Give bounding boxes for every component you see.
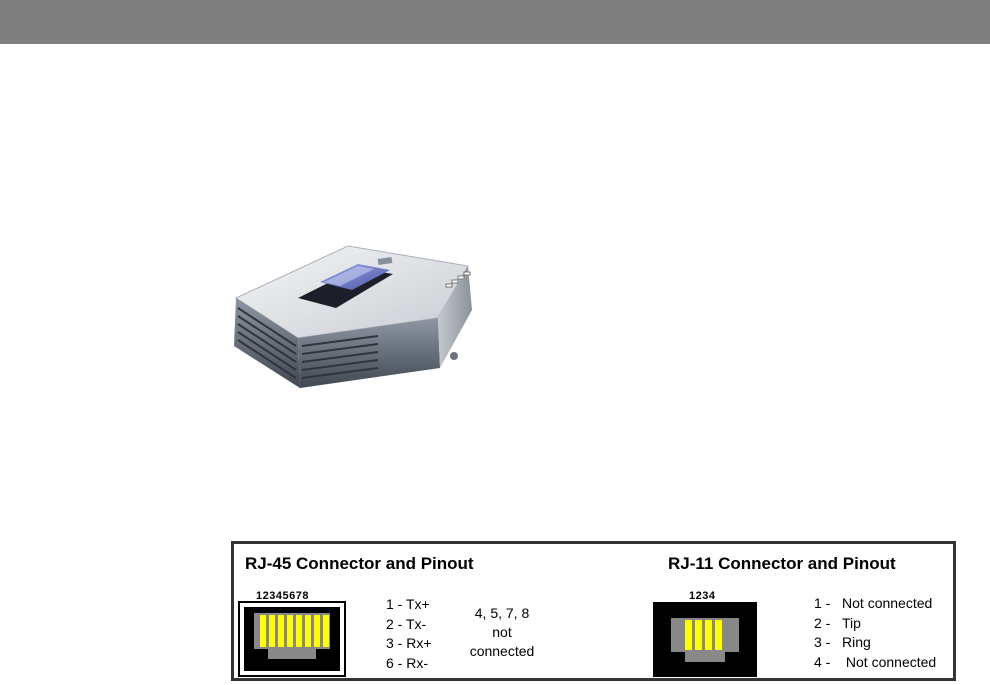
rj11-pin-3: 3 - Ring <box>814 634 871 650</box>
rj45-not-connected-note: 4, 5, 7, 8 not connected <box>469 605 535 659</box>
rj45-title: RJ-45 Connector and Pinout <box>245 554 474 573</box>
rj45-pin-3: 3 - Rx+ <box>386 635 432 651</box>
rj45-jack-icon <box>238 601 346 677</box>
rj11-jack-icon <box>653 602 757 677</box>
rj11-title: RJ-11 Connector and Pinout <box>668 554 896 573</box>
rj45-pin-numbers: 12345678 <box>256 590 309 602</box>
rj11-pin-numbers: 1234 <box>689 590 716 602</box>
voip-adapter-image <box>234 245 472 388</box>
rj45-pin-list: 1 - Tx+ 2 - Tx- 3 - Rx+ 6 - Rx- <box>386 595 432 673</box>
rj11-pin-list: 1 - Not connected 2 - Tip 3 - Ring 4 - N… <box>814 594 936 672</box>
rj45-pin-1: 1 - Tx+ <box>386 596 430 612</box>
rj11-pin-1: 1 - Not connected <box>814 595 933 611</box>
header-bar <box>0 0 990 44</box>
rj11-pin-4: 4 - Not connected <box>814 653 937 670</box>
pinout-diagram: RJ-45 Connector and Pinout 12345678 1 - … <box>231 541 956 681</box>
rj45-pin-6: 6 - Rx- <box>386 654 428 671</box>
rj11-pin-2: 2 - Tip <box>814 614 861 631</box>
rj45-pin-2: 2 - Tx- <box>386 615 427 632</box>
